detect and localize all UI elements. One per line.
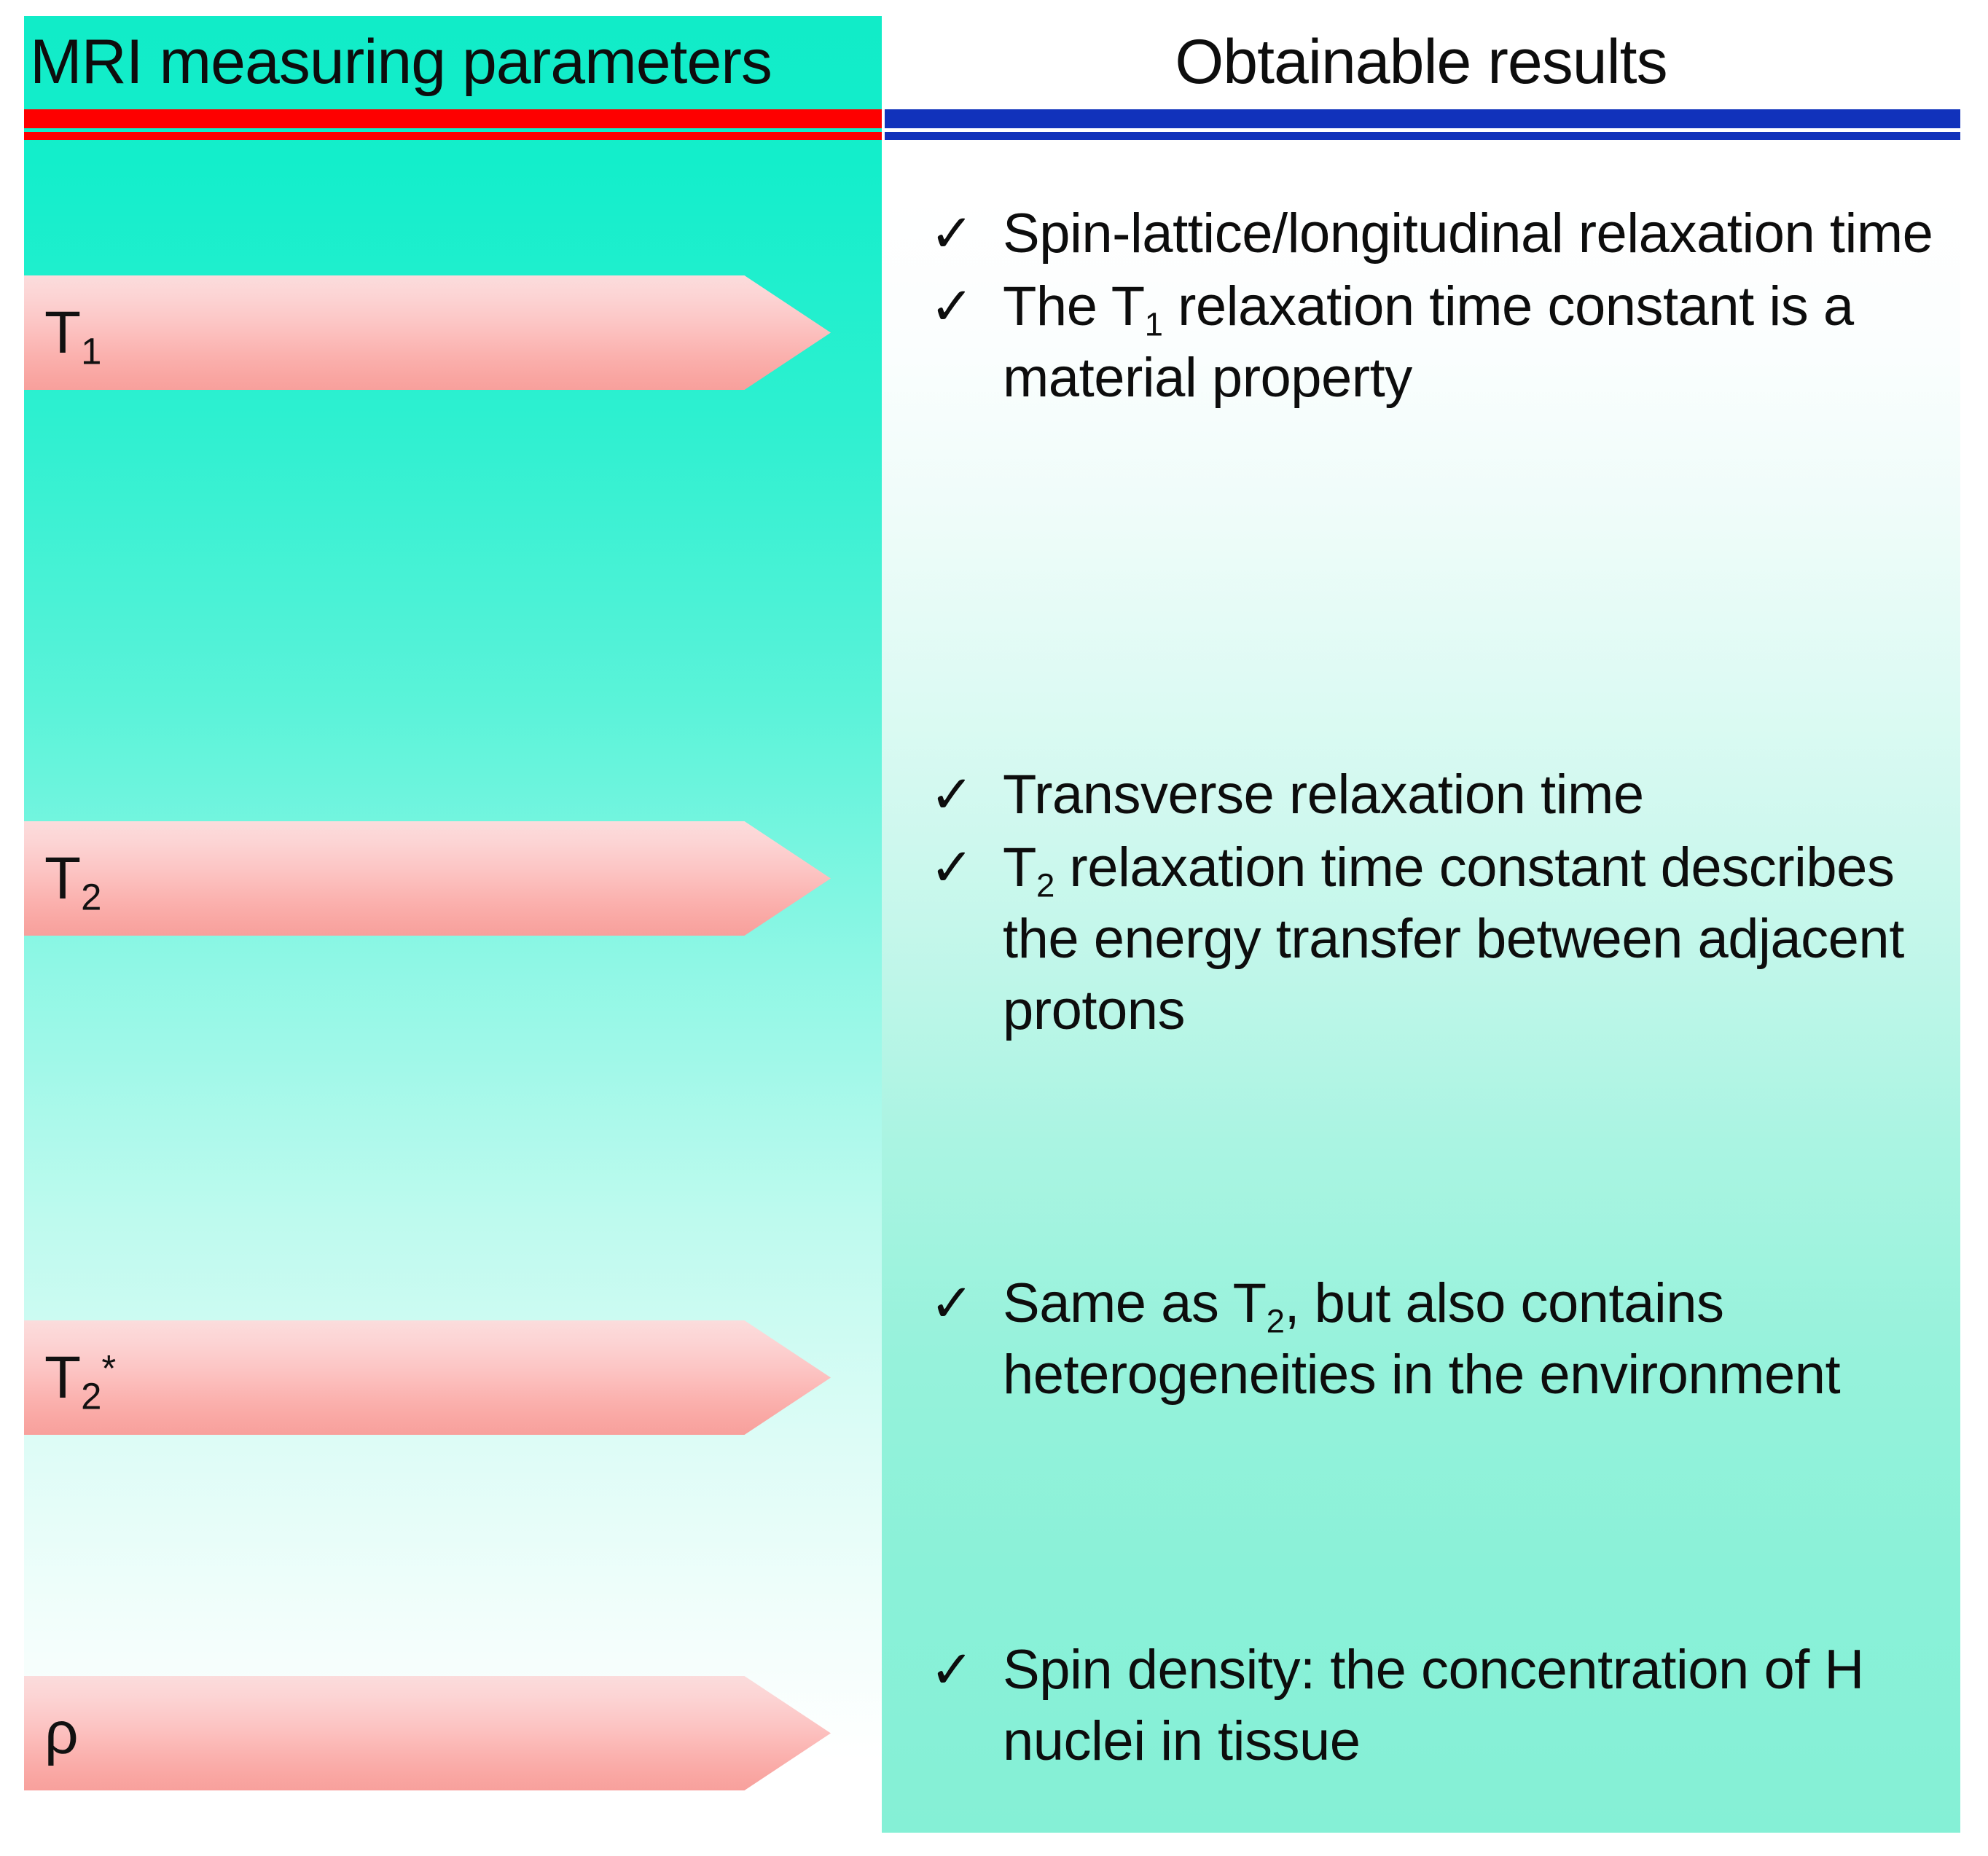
check-icon: ✓ (930, 839, 974, 897)
check-icon: ✓ (930, 766, 974, 824)
left-column-title-text: MRI measuring parameters (30, 27, 772, 97)
right-rule-thin (885, 132, 1960, 140)
results-group-t2: ✓ Transverse relaxation time ✓ T2 relaxa… (927, 759, 1962, 1048)
parameter-arrow-t1-label: T1 (24, 302, 101, 369)
bullet-post: , but also contains heterogeneities in t… (1003, 1272, 1841, 1406)
results-group-t1: ✓ Spin-lattice/longitudinal relaxation t… (927, 198, 1962, 415)
parameter-arrow-t1: T1 (24, 275, 831, 390)
results-group-t2-star: ✓ Same as T2, but also contains heteroge… (927, 1268, 1962, 1412)
bullet-pre: Spin-lattice/longitudinal relaxation tim… (1003, 203, 1933, 265)
check-icon: ✓ (930, 205, 974, 263)
bullet-post: relaxation time constant describes the e… (1003, 837, 1904, 1041)
bullet-sub: 2 (1036, 866, 1054, 904)
check-icon: ✓ (930, 278, 974, 336)
result-bullet: ✓ Spin density: the concentration of H n… (927, 1634, 1962, 1777)
right-column-panel (882, 16, 1960, 1833)
result-bullet-text: Spin density: the concentration of H nuc… (1003, 1634, 1962, 1777)
bullet-sub: 2 (1266, 1302, 1285, 1340)
result-bullet: ✓ T2 relaxation time constant describes … (927, 832, 1962, 1046)
bullet-pre: Spin density: the concentration of H nuc… (1003, 1639, 1864, 1772)
result-bullet: ✓ Same as T2, but also contains heteroge… (927, 1268, 1962, 1411)
arrow-t2s-sub: 2 (81, 1374, 102, 1417)
bullet-pre: Transverse relaxation time (1003, 764, 1644, 826)
right-column-title: Obtainable results (882, 17, 1960, 106)
parameter-arrow-t2-star: T2* (24, 1320, 831, 1435)
right-rule-thick (885, 109, 1960, 128)
parameter-arrow-rho: ρ (24, 1676, 831, 1790)
bullet-pre: Same as T (1003, 1272, 1267, 1334)
parameter-arrow-t2: T2 (24, 821, 831, 936)
results-group-rho: ✓ Spin density: the concentration of H n… (927, 1634, 1962, 1779)
arrow-t2s-sup: * (101, 1347, 117, 1389)
parameter-arrow-rho-label: ρ (24, 1703, 79, 1763)
result-bullet-text: Transverse relaxation time (1003, 759, 1962, 831)
bullet-pre: T (1003, 837, 1036, 898)
check-icon: ✓ (930, 1274, 974, 1333)
right-column-title-text: Obtainable results (1175, 27, 1667, 97)
parameter-arrow-t2-star-label: T2* (24, 1347, 117, 1414)
bullet-post: relaxation time constant is a material p… (1003, 275, 1854, 409)
result-bullet: ✓ Transverse relaxation time (927, 759, 1962, 831)
check-icon: ✓ (930, 1641, 974, 1699)
bullet-sub: 1 (1144, 305, 1163, 343)
arrow-t2-sub: 2 (81, 875, 102, 917)
parameter-arrow-t2-label: T2 (24, 848, 101, 915)
arrow-t1-base: T (44, 299, 82, 366)
left-rule-thin (24, 132, 882, 140)
result-bullet-text: Same as T2, but also contains heterogene… (1003, 1268, 1962, 1411)
arrow-t2s-base: T (44, 1344, 82, 1411)
arrow-t1-sub: 1 (81, 329, 102, 372)
result-bullet: ✓ The T1 relaxation time constant is a m… (927, 271, 1962, 414)
result-bullet-text: Spin-lattice/longitudinal relaxation tim… (1003, 198, 1962, 270)
arrow-t2-base: T (44, 845, 82, 912)
result-bullet-text: T2 relaxation time constant describes th… (1003, 832, 1962, 1046)
result-bullet-text: The T1 relaxation time constant is a mat… (1003, 271, 1962, 414)
left-column-title: MRI measuring parameters (24, 17, 882, 106)
arrow-rho-base: ρ (44, 1699, 79, 1766)
bullet-pre: The T (1003, 275, 1145, 337)
left-rule-thick (24, 109, 882, 128)
result-bullet: ✓ Spin-lattice/longitudinal relaxation t… (927, 198, 1962, 270)
